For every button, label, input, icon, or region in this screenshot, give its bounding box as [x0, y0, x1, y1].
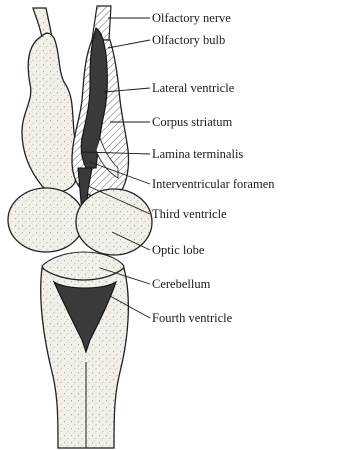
label-olfactory-nerve: Olfactory nerve	[152, 11, 231, 25]
label-corpus-striatum: Corpus striatum	[152, 115, 232, 129]
label-olfactory-bulb: Olfactory bulb	[152, 33, 225, 47]
label-optic-lobe: Optic lobe	[152, 243, 205, 257]
label-fourth-ventricle: Fourth ventricle	[152, 311, 233, 325]
label-interventricular-foramen: Interventricular foramen	[152, 177, 275, 191]
optic-lobe-left	[8, 188, 84, 252]
label-cerebellum: Cerebellum	[152, 277, 211, 291]
left-hemisphere	[22, 33, 77, 192]
label-lateral-ventricle: Lateral ventricle	[152, 81, 235, 95]
label-lamina-terminalis: Lamina terminalis	[152, 147, 243, 161]
label-third-ventricle: Third ventricle	[152, 207, 227, 221]
